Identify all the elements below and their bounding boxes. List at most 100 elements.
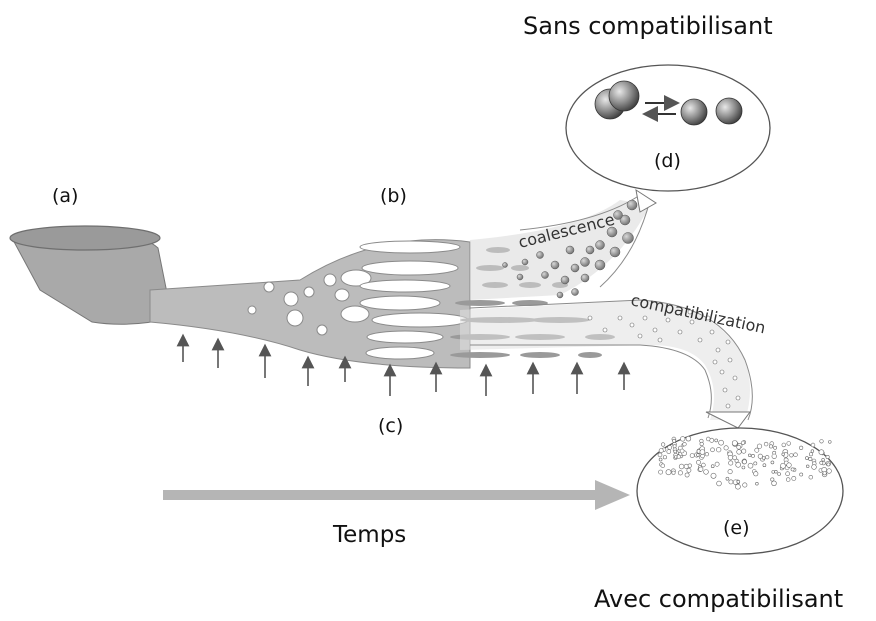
- coalescing-spheres: [594, 80, 743, 126]
- title-with-compatibilizer: Avec compatibilisant: [594, 585, 844, 613]
- fine-droplet: [723, 445, 729, 451]
- fine-droplet: [718, 439, 724, 446]
- fine-droplet: [781, 442, 786, 448]
- fine-droplet: [780, 462, 786, 469]
- flow-arrows: [176, 333, 631, 396]
- fine-droplet: [689, 453, 695, 458]
- fine-droplet: [774, 470, 778, 474]
- fine-droplet: [710, 447, 715, 453]
- fine-droplet: [672, 444, 677, 449]
- fine-droplet: [666, 449, 672, 454]
- fine-droplet: [786, 462, 792, 468]
- fine-droplet: [773, 445, 778, 450]
- fine-droplet: [742, 459, 747, 465]
- fine-droplet: [716, 480, 722, 487]
- fine-droplet: [736, 444, 742, 450]
- label-d: (d): [654, 150, 681, 172]
- fine-droplet: [822, 471, 827, 476]
- fine-droplet: [658, 469, 663, 475]
- fine-droplet: [705, 436, 711, 442]
- fine-droplet: [698, 466, 704, 472]
- fine-droplet: [789, 453, 794, 458]
- label-e: (e): [723, 517, 750, 539]
- fine-droplet: [777, 472, 781, 476]
- fine-droplet: [805, 464, 810, 468]
- fine-droplet: [728, 460, 734, 466]
- fine-droplet: [761, 456, 766, 460]
- fine-droplet: [667, 445, 673, 450]
- fine-droplet: [672, 438, 677, 443]
- fine-droplet: [736, 479, 741, 484]
- fine-droplet: [657, 452, 663, 458]
- fine-droplet: [811, 464, 817, 470]
- fine-droplet: [808, 475, 813, 480]
- fine-droplet: [741, 465, 746, 470]
- fine-droplet: [828, 440, 832, 444]
- fine-droplet: [678, 463, 685, 470]
- fine-droplet: [754, 447, 760, 453]
- fine-droplet: [727, 455, 734, 461]
- fine-droplet: [768, 444, 773, 449]
- fine-droplet: [735, 461, 742, 468]
- fine-droplet: [810, 442, 816, 448]
- fine-droplet: [771, 453, 777, 459]
- fine-droplet: [808, 456, 813, 461]
- fine-droplet: [696, 459, 701, 465]
- fine-droplet: [673, 449, 678, 454]
- fine-droplet: [742, 482, 748, 488]
- fine-droplet: [757, 453, 763, 459]
- fine-droplet: [662, 455, 667, 460]
- time-arrow: [163, 480, 630, 510]
- fine-droplet: [725, 476, 730, 481]
- fine-droplet: [658, 448, 664, 453]
- fine-droplet: [665, 469, 672, 476]
- fine-droplet: [819, 460, 824, 465]
- fine-droplet: [826, 468, 832, 474]
- fine-droplet: [818, 449, 825, 456]
- fine-droplet: [699, 449, 706, 455]
- fine-droplet: [747, 462, 754, 469]
- fine-droplet: [771, 470, 775, 474]
- label-c: (c): [378, 415, 404, 437]
- extruder-funnel: [9, 225, 173, 325]
- coalescence-path: coalescence: [470, 188, 657, 300]
- fine-droplet: [751, 453, 755, 458]
- fine-droplet: [736, 449, 742, 455]
- fine-droplet: [710, 464, 715, 469]
- fine-droplet: [825, 454, 830, 459]
- fine-droplet: [658, 457, 663, 462]
- fine-droplet: [798, 445, 804, 451]
- fine-droplet: [660, 463, 665, 468]
- fine-droplet: [727, 469, 733, 475]
- fine-droplet: [731, 440, 738, 446]
- fine-droplet: [753, 461, 758, 466]
- fine-droplet: [714, 438, 719, 443]
- fine-droplet: [701, 462, 706, 468]
- fine-droplet: [770, 477, 775, 482]
- fine-droplet: [660, 442, 666, 447]
- fine-droplet: [735, 483, 741, 490]
- fine-droplet: [682, 442, 687, 447]
- fine-droplet: [732, 455, 738, 461]
- fine-droplet: [696, 453, 700, 457]
- fine-droplet: [819, 439, 824, 444]
- fine-droplet: [753, 471, 759, 477]
- compatibilization-path: compatibilization: [460, 290, 767, 429]
- fine-droplet: [734, 458, 739, 463]
- fine-droplet: [763, 441, 769, 447]
- label-a: (a): [52, 185, 79, 207]
- time-label: Temps: [333, 522, 407, 548]
- fine-droplet: [785, 477, 791, 482]
- fine-droplet: [741, 448, 747, 454]
- fine-droplet: [799, 472, 804, 477]
- fine-droplet: [785, 471, 790, 477]
- fine-droplet: [826, 462, 831, 467]
- fine-droplet: [686, 467, 692, 473]
- fine-droplet: [821, 458, 825, 462]
- fine-droplet: [805, 456, 809, 460]
- dispersed-bubbles: [247, 269, 372, 336]
- fine-droplet: [677, 470, 683, 476]
- elongated-droplets: [359, 240, 469, 360]
- fine-droplet: [810, 449, 815, 453]
